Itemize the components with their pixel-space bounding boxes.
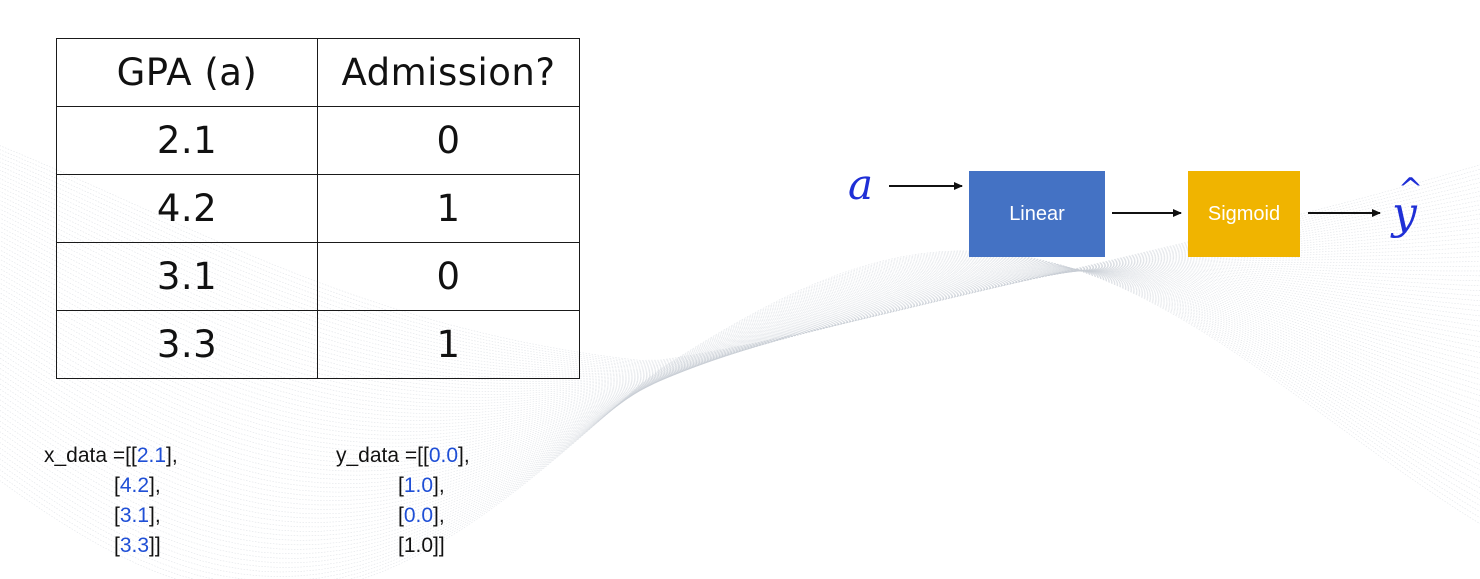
background-wave-line bbox=[0, 262, 1480, 528]
background-wave-line bbox=[0, 257, 1480, 559]
code-line: y_data =[[0.0], bbox=[336, 441, 470, 471]
code-number: 4.2 bbox=[119, 474, 150, 497]
code-line: [4.2], bbox=[44, 471, 178, 501]
background-wave-line bbox=[0, 270, 1480, 440]
code-text: x_data =[[ bbox=[44, 444, 137, 467]
background-wave-line bbox=[0, 270, 1480, 460]
table-header-row: GPA (a) Admission? bbox=[56, 38, 580, 107]
background-wave-line bbox=[0, 265, 1480, 510]
background-wave-line bbox=[0, 266, 1480, 502]
code-text: ], bbox=[149, 474, 161, 497]
code-text: [1.0]] bbox=[398, 534, 445, 557]
table-row: 2.1 0 bbox=[56, 106, 580, 175]
background-wave-line bbox=[0, 267, 1480, 489]
background-wave-line bbox=[0, 263, 1480, 418]
code-number: 3.1 bbox=[119, 504, 150, 527]
background-wave-line bbox=[0, 256, 1480, 564]
code-text: ], bbox=[149, 504, 161, 527]
background-wave-line bbox=[0, 269, 1480, 429]
table-row: 3.1 0 bbox=[56, 242, 580, 311]
cell-gpa: 2.1 bbox=[56, 106, 318, 175]
background-wave-line bbox=[0, 268, 1480, 476]
code-text: [ bbox=[114, 534, 120, 557]
background-wave-line bbox=[0, 269, 1480, 468]
code-line: [3.1], bbox=[44, 501, 178, 531]
code-number: 0.0 bbox=[403, 504, 434, 527]
table-row: 4.2 1 bbox=[56, 174, 580, 243]
code-number: 0.0 bbox=[428, 444, 459, 467]
code-line: [1.0], bbox=[336, 471, 470, 501]
background-wave-line bbox=[0, 270, 1480, 456]
background-wave-line bbox=[0, 258, 1480, 415]
code-number: 1.0 bbox=[403, 474, 434, 497]
header-gpa: GPA (a) bbox=[56, 38, 318, 107]
background-wave-line bbox=[0, 253, 1480, 579]
sigmoid-label: Sigmoid bbox=[1207, 202, 1281, 225]
code-text: ], bbox=[166, 444, 178, 467]
output-hat-accent: ^ bbox=[1398, 172, 1424, 207]
linear-block: Linear bbox=[969, 171, 1105, 257]
cell-gpa: 3.1 bbox=[56, 242, 318, 311]
code-line: [3.3]] bbox=[44, 531, 178, 561]
code-text: [ bbox=[114, 504, 120, 527]
code-text: ], bbox=[433, 474, 445, 497]
code-line: [0.0], bbox=[336, 501, 470, 531]
gpa-admission-table: GPA (a) Admission? 2.1 0 4.2 1 3.1 0 3.3… bbox=[56, 38, 580, 379]
code-number: 2.1 bbox=[136, 444, 167, 467]
background-wave-line bbox=[0, 269, 1480, 472]
sigmoid-block: Sigmoid bbox=[1188, 171, 1300, 257]
y-data-code: y_data =[[0.0], [1.0], [0.0], [1.0]] bbox=[336, 441, 470, 561]
background-wave-line bbox=[0, 270, 1480, 448]
code-text: ], bbox=[458, 444, 470, 467]
cell-admission: 1 bbox=[317, 310, 580, 379]
code-line: x_data =[[2.1], bbox=[44, 441, 178, 471]
output-symbol-y-hat: y bbox=[1392, 188, 1417, 239]
background-wave-line bbox=[0, 250, 1480, 579]
cell-gpa: 4.2 bbox=[56, 174, 318, 243]
code-text: [ bbox=[114, 474, 120, 497]
background-wave-line bbox=[0, 268, 1480, 484]
background-wave-line bbox=[0, 260, 1480, 541]
background-wave-line bbox=[0, 264, 1480, 515]
code-number: 3.3 bbox=[119, 534, 150, 557]
background-wave-line bbox=[0, 252, 1480, 579]
background-wave-line bbox=[0, 270, 1480, 444]
background-wave-line bbox=[0, 259, 1480, 546]
input-symbol-a: a bbox=[848, 160, 874, 209]
code-text: ]] bbox=[149, 534, 161, 557]
background-wave-line bbox=[0, 270, 1480, 436]
linear-label: Linear bbox=[1009, 202, 1065, 225]
background-wave-line bbox=[0, 267, 1480, 493]
background-wave-line bbox=[0, 269, 1480, 425]
background-wave-line bbox=[0, 251, 1480, 579]
background-wave-line bbox=[0, 261, 1480, 532]
background-wave-line bbox=[0, 255, 1480, 568]
code-text: y_data =[[ bbox=[336, 444, 429, 467]
cell-admission: 1 bbox=[317, 174, 580, 243]
cell-gpa: 3.3 bbox=[56, 310, 318, 379]
background-wave-line bbox=[0, 269, 1480, 464]
cell-admission: 0 bbox=[317, 242, 580, 311]
code-text: [ bbox=[398, 474, 404, 497]
x-data-code: x_data =[[2.1], [4.2], [3.1], [3.3]] bbox=[44, 441, 178, 561]
table-row: 3.3 1 bbox=[56, 310, 580, 379]
code-text: [ bbox=[398, 504, 404, 527]
background-wave-line bbox=[0, 270, 1480, 452]
header-admission: Admission? bbox=[317, 38, 580, 107]
code-text: ], bbox=[433, 504, 445, 527]
code-line: [1.0]] bbox=[336, 531, 470, 561]
background-wave-line bbox=[0, 265, 1480, 506]
